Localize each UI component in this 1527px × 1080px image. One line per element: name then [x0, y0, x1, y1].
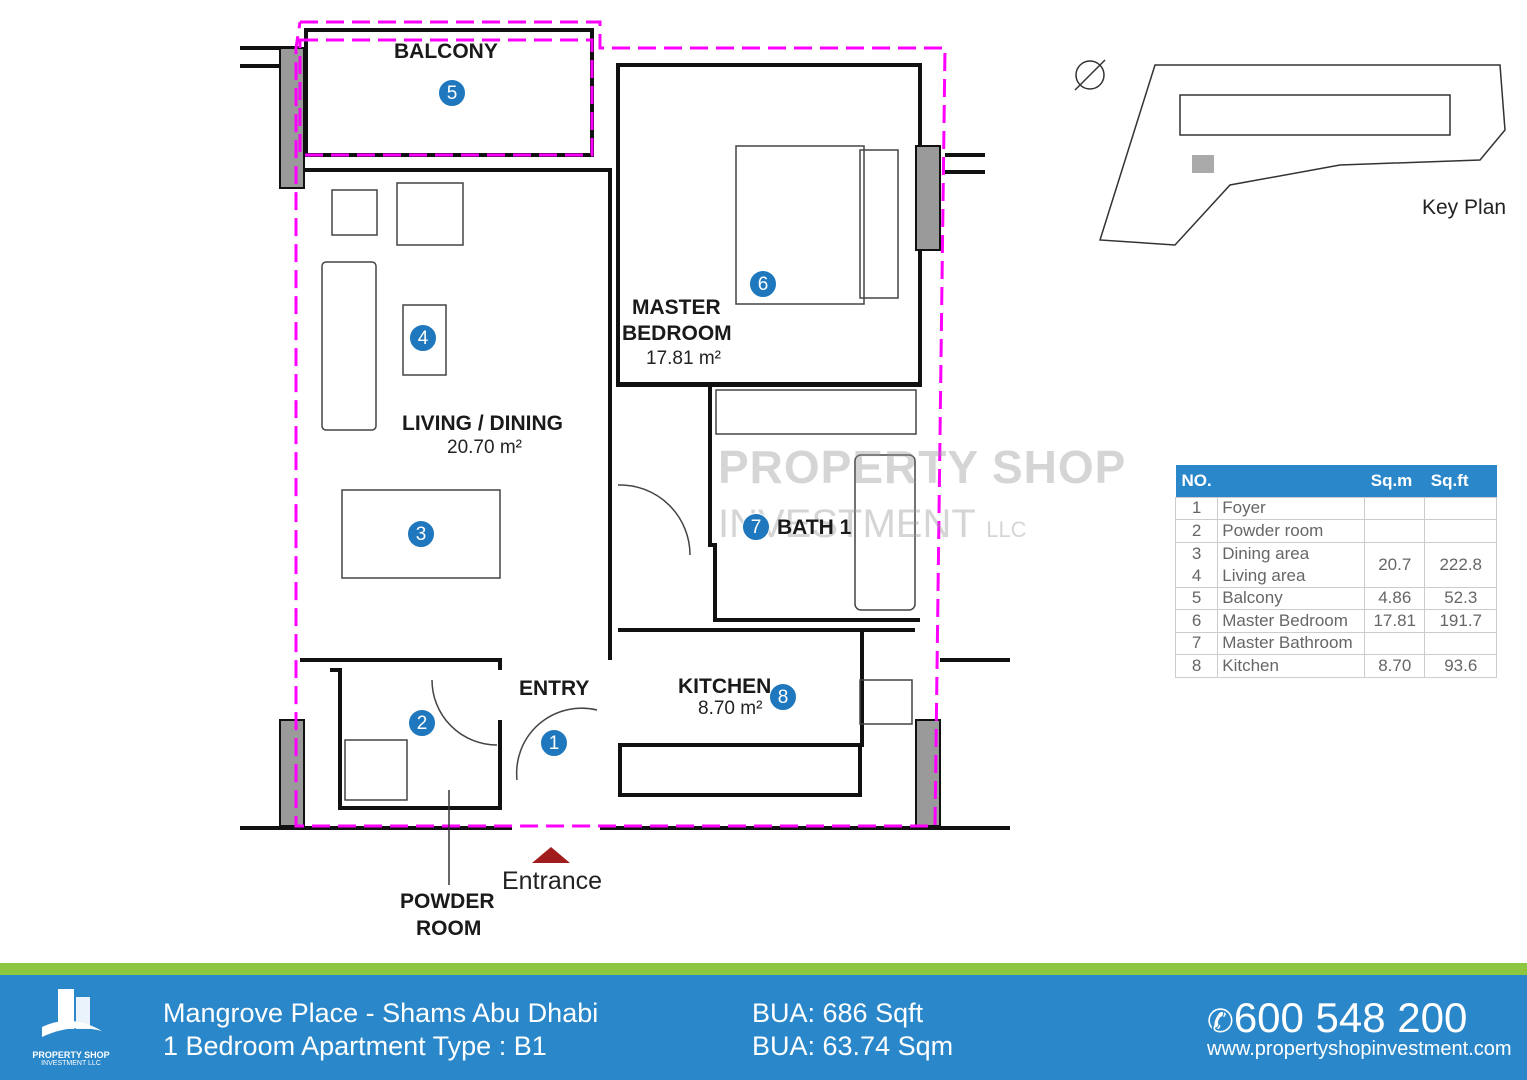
badge-balcony: 5 — [438, 79, 466, 107]
cell-name: Master Bathroom — [1217, 631, 1366, 655]
entrance-label: Entrance — [502, 867, 603, 895]
cell-sqm: 4.86 — [1364, 586, 1426, 610]
cell-no: 2 — [1174, 519, 1219, 543]
powder-room-label1: POWDER — [400, 890, 495, 913]
table-header: NO. Sq.m Sq.ft — [1175, 465, 1497, 497]
logo-line2: INVESTMENT LLC — [41, 1060, 101, 1067]
header-name — [1217, 465, 1365, 497]
building-logo-icon — [42, 989, 102, 1037]
cell-sqm: 20.7 — [1364, 541, 1426, 588]
cell-sqft — [1424, 496, 1498, 520]
footer: PROPERTY SHOP INVESTMENT LLC Mangrove Pl… — [0, 975, 1527, 1080]
badge-living: 4 — [409, 324, 437, 352]
phone-icon: ✆ — [1207, 1003, 1234, 1039]
cell-name: Master Bedroom — [1217, 609, 1366, 633]
cell-no: 8 — [1174, 654, 1219, 678]
cell-sqm: 17.81 — [1364, 609, 1426, 633]
cell-no: 6 — [1174, 609, 1219, 633]
badge-entry: 1 — [540, 729, 568, 757]
cell-sqft: 52.3 — [1424, 586, 1498, 610]
balcony-label: BALCONY — [394, 40, 498, 63]
bua-sqft: BUA: 686 Sqft — [752, 998, 924, 1028]
cell-name: Foyer — [1217, 496, 1366, 520]
cell-sqft: 222.8 — [1424, 541, 1498, 588]
cell-sqm — [1364, 496, 1426, 520]
badge-master-bedroom: 6 — [749, 270, 777, 298]
badge-dining: 3 — [407, 520, 435, 548]
bath-label: BATH 1 — [777, 516, 852, 539]
website-link[interactable]: www.propertyshopinvestment.com — [1207, 1038, 1512, 1060]
cell-name: Dining area — [1217, 541, 1366, 565]
cell-sqm — [1364, 631, 1426, 655]
header-no: NO. — [1175, 465, 1218, 497]
key-plan-label: Key Plan — [1422, 196, 1507, 219]
cell-no: 1 — [1174, 496, 1219, 520]
watermark-llc: LLC — [986, 517, 1027, 542]
header-sqm: Sq.m — [1364, 465, 1425, 497]
header-sqft: Sq.ft — [1424, 465, 1497, 497]
logo-line1: PROPERTY SHOP — [32, 1050, 110, 1060]
powder-room-label2: ROOM — [416, 917, 482, 940]
badge-kitchen: 8 — [769, 683, 797, 711]
cell-no: 5 — [1174, 586, 1219, 610]
kitchen-area: 8.70 m² — [698, 698, 763, 719]
footer-accent-stripe — [0, 963, 1527, 975]
project-name: Mangrove Place - Shams Abu Dhabi — [163, 998, 599, 1028]
cell-sqm: 8.70 — [1364, 654, 1426, 678]
cell-sqft: 191.7 — [1424, 609, 1498, 633]
kitchen-label: KITCHEN — [678, 675, 772, 698]
master-bedroom-area: 17.81 m² — [646, 348, 721, 369]
cell-name: Balcony — [1217, 586, 1366, 610]
entrance-arrow-icon — [532, 847, 570, 863]
cell-name: Kitchen — [1217, 654, 1366, 678]
cell-sqft — [1424, 519, 1498, 543]
entry-label: ENTRY — [519, 677, 590, 700]
watermark-line1: PROPERTY SHOP — [718, 441, 1127, 493]
phone-number[interactable]: ✆600 548 200 — [1207, 995, 1467, 1044]
badge-powder: 2 — [408, 709, 436, 737]
cell-sqm — [1364, 519, 1426, 543]
apartment-type: 1 Bedroom Apartment Type : B1 — [163, 1031, 547, 1061]
phone-text: 600 548 200 — [1233, 994, 1468, 1041]
cell-name: Powder room — [1217, 519, 1366, 543]
cell-no: 3 — [1174, 541, 1219, 565]
master-bedroom-label1: MASTER — [632, 296, 721, 319]
cell-no: 7 — [1174, 631, 1219, 655]
cell-sqft — [1424, 631, 1498, 655]
company-logo: PROPERTY SHOP INVESTMENT LLC — [26, 983, 116, 1067]
master-bedroom-label2: BEDROOM — [622, 322, 732, 345]
cell-sqft: 93.6 — [1424, 654, 1498, 678]
living-dining-area: 20.70 m² — [447, 437, 522, 458]
floor-plan — [240, 20, 1506, 885]
bua-sqm: BUA: 63.74 Sqm — [752, 1031, 954, 1061]
cell-no: 4 — [1174, 564, 1219, 588]
badge-bath: 7 — [742, 513, 770, 541]
cell-name: Living area — [1217, 564, 1366, 588]
living-dining-label: LIVING / DINING — [402, 412, 564, 435]
